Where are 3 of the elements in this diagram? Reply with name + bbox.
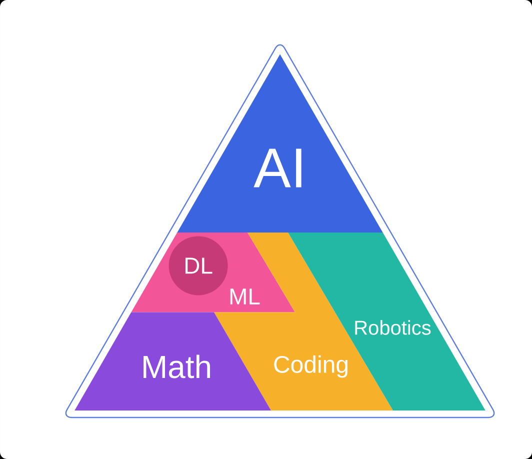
pyramid-segment: Math xyxy=(74,312,271,410)
circle-badge: DL xyxy=(168,236,228,296)
pyramid-segment: AI xyxy=(177,54,383,232)
